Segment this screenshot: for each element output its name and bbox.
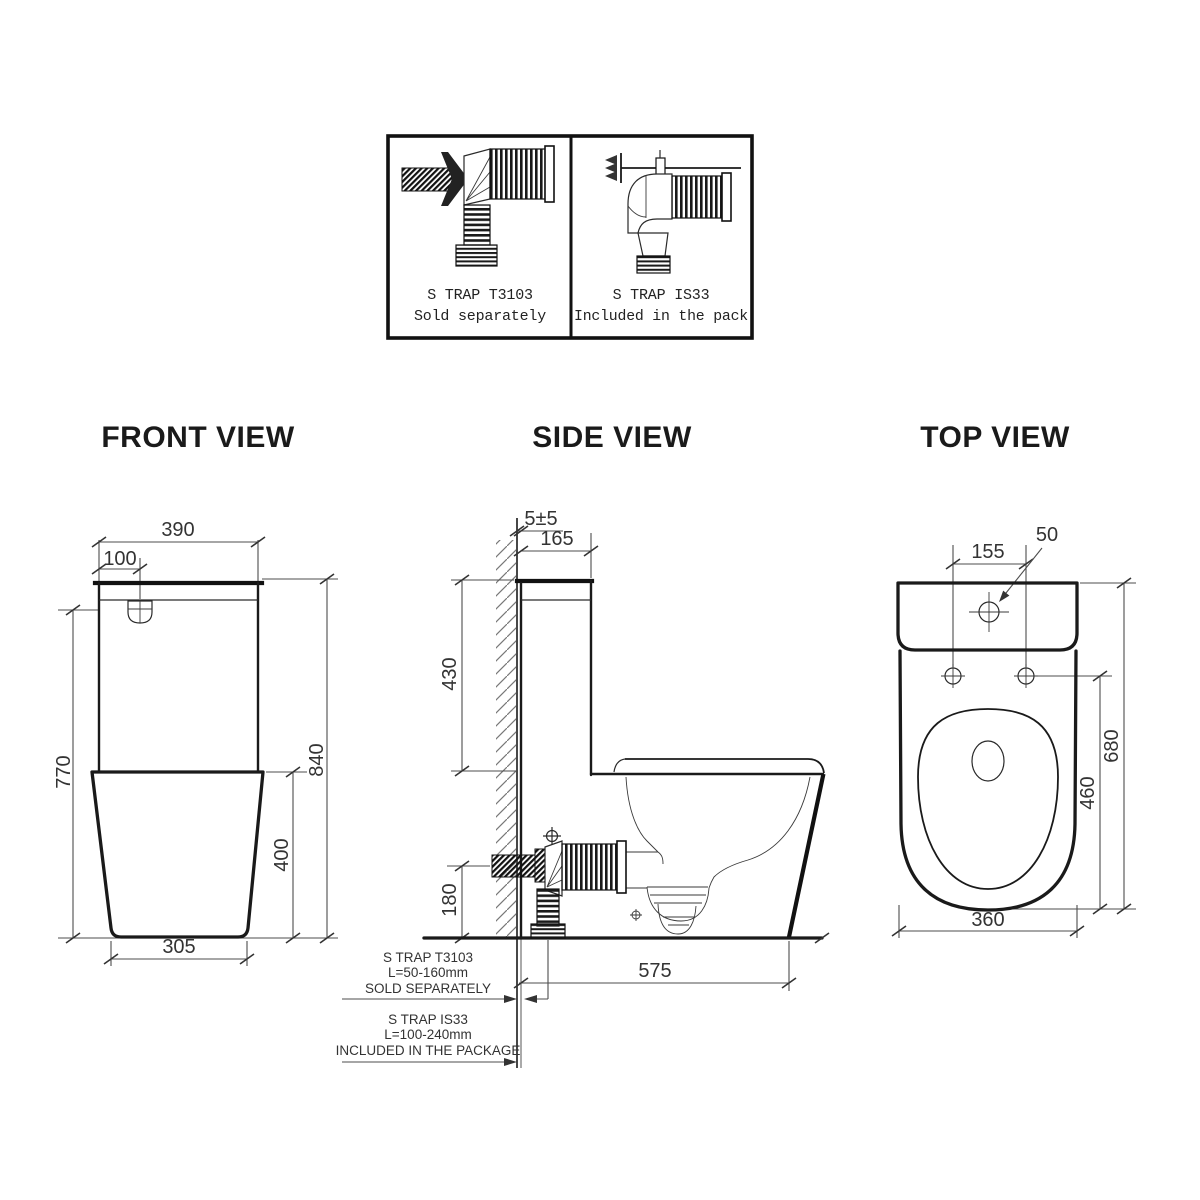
front-view-dimensions: 390 100 770 840 400 305 <box>53 519 338 966</box>
front-view-title: FRONT VIEW <box>101 421 295 454</box>
top-view-drawing <box>896 581 1079 912</box>
top-dim-total-length: 680 <box>1101 729 1123 762</box>
side-wall <box>496 518 522 1068</box>
front-dim-button-offset: 100 <box>103 548 136 570</box>
front-flush-button <box>127 600 153 624</box>
flush-outlet-hole <box>971 740 1005 782</box>
legend-is33-subtitle: Included in the pack <box>574 308 748 325</box>
trap-note1-line1: S TRAP T3103 <box>383 950 473 965</box>
top-view-dimensions: 155 50 680 460 360 <box>891 524 1136 938</box>
top-flush-button <box>969 592 1009 632</box>
side-view-dimensions: 5±5 165 430 180 575 <box>439 508 797 999</box>
trap-t3103-illustration <box>401 145 555 267</box>
top-dim-pan-width: 360 <box>971 909 1004 931</box>
trap-note2-line2: L=100-240mm <box>384 1027 471 1042</box>
legend-box: S TRAP T3103 Sold separately S TRAP IS33… <box>386 134 754 340</box>
front-dim-total-height: 840 <box>306 743 328 776</box>
legend-is33-title: S TRAP IS33 <box>613 287 710 304</box>
top-dim-seat-length: 460 <box>1077 776 1099 809</box>
wall-hatching <box>496 540 516 938</box>
legend-t3103-subtitle: Sold separately <box>414 308 546 325</box>
side-dim-cistern-depth: 165 <box>540 528 573 550</box>
side-view-title: SIDE VIEW <box>532 421 692 454</box>
trap-note1-line2: L=50-160mm <box>388 965 468 980</box>
front-dim-tank-width: 390 <box>161 519 194 541</box>
top-view-title: TOP VIEW <box>920 421 1070 454</box>
top-dim-hole-spacing: 155 <box>971 541 1004 563</box>
trap-note2-line3: INCLUDED IN THE PACKAGE <box>336 1043 521 1058</box>
side-trap-notes: S TRAP T3103 L=50-160mm SOLD SEPARATELY … <box>336 950 548 1066</box>
front-dim-pan-height: 400 <box>271 838 293 871</box>
top-view: TOP VIEW 155 50 680 460 360 <box>891 421 1136 938</box>
side-dim-wall-gap: 5±5 <box>524 508 557 530</box>
side-dim-cistern-height: 430 <box>439 657 461 690</box>
front-dim-base-width: 305 <box>162 936 195 958</box>
side-dim-outlet-height: 180 <box>439 883 461 916</box>
trap-note1-line3: SOLD SEPARATELY <box>365 981 491 996</box>
legend-t3103-title: S TRAP T3103 <box>427 287 533 304</box>
side-bowl-interior <box>625 776 811 935</box>
seat-fixing-holes <box>941 664 1038 688</box>
side-view-drawing <box>422 578 830 944</box>
front-view: FRONT VIEW 390 100 770 840 400 305 <box>53 421 338 966</box>
top-dim-button-diameter: 50 <box>1036 524 1058 546</box>
side-view: SIDE VIEW 5±5 165 430 180 575 S TRAP T31… <box>336 421 830 1068</box>
trap-is33-illustration <box>605 150 741 274</box>
side-dim-total-depth: 575 <box>638 960 671 982</box>
trap-note2-line1: S TRAP IS33 <box>388 1012 468 1027</box>
side-trap-assembly <box>491 827 627 939</box>
front-dim-button-height: 770 <box>53 755 75 788</box>
front-view-drawing <box>90 580 265 939</box>
